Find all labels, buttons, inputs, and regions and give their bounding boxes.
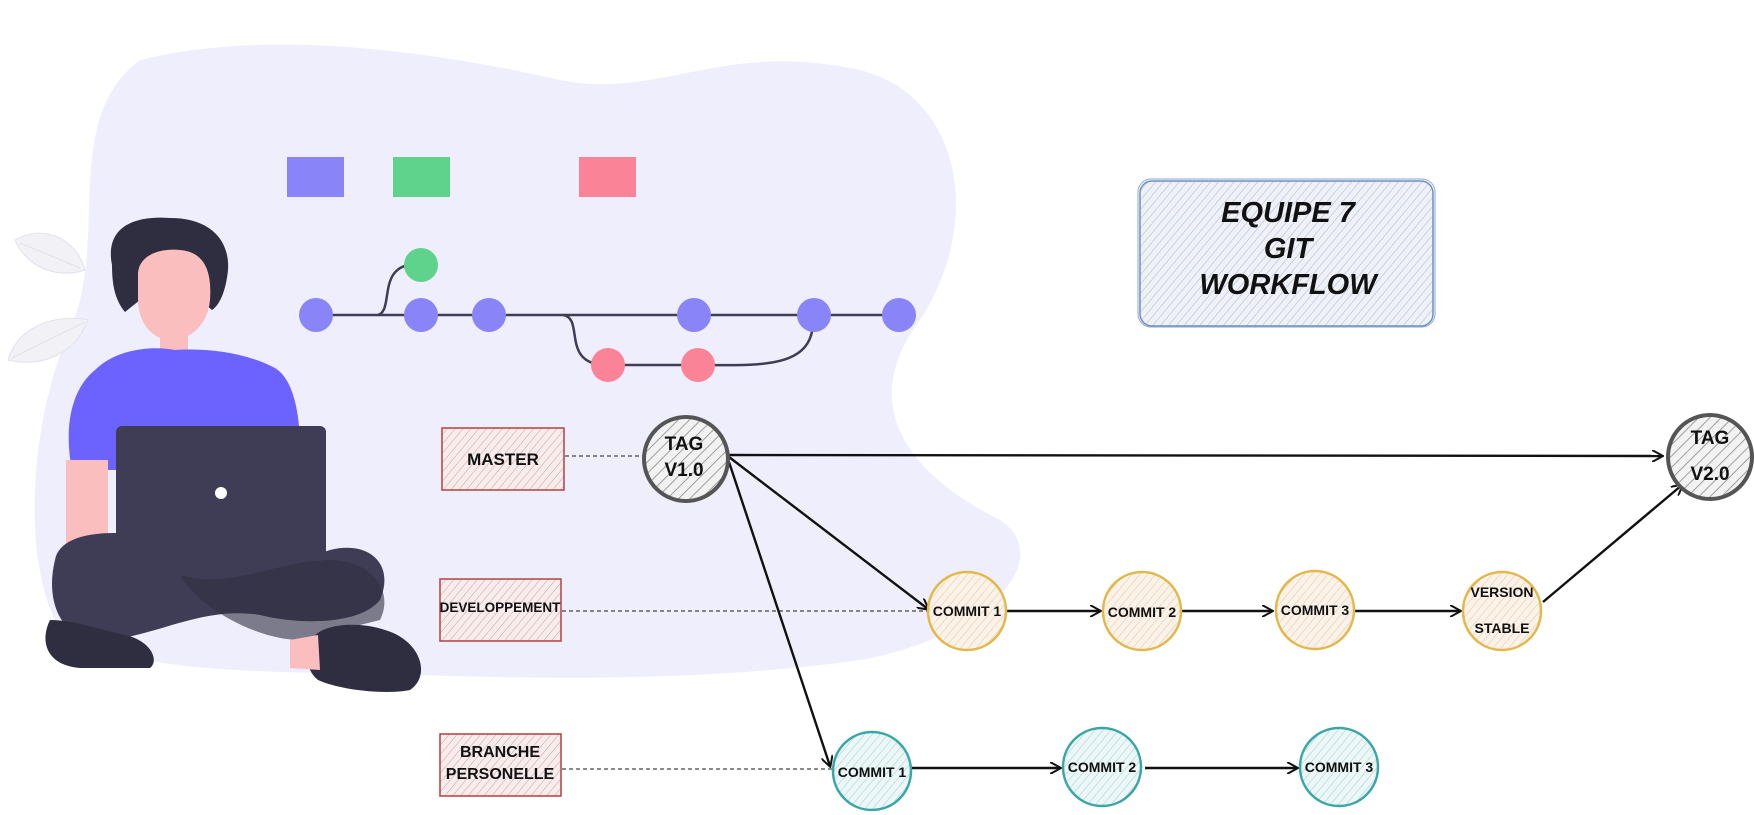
title-line-1: EQUIPE 7	[1221, 197, 1357, 229]
green-square	[393, 157, 450, 197]
person-with-laptop-illustration	[45, 217, 422, 692]
branch-master-label: MASTER	[467, 450, 539, 469]
perso-commit-2: COMMIT 2	[1061, 726, 1143, 808]
perso-commit-2-label: COMMIT 2	[1068, 759, 1137, 775]
title-line-3: WORKFLOW	[1199, 269, 1379, 301]
tag-v1-line-2: V1.0	[664, 460, 703, 481]
tag-v1-node: TAG V1.0	[642, 415, 730, 503]
purple-square	[287, 157, 344, 197]
tag-v2-line-1: TAG	[1691, 428, 1730, 449]
branch-master: MASTER	[441, 427, 565, 491]
branch-personnelle-label-line-2: PERSONELLE	[446, 766, 555, 783]
dev-version-stable-line-2: STABLE	[1475, 620, 1530, 636]
tag-v2-line-2: V2.0	[1690, 464, 1729, 485]
dev-commit-3: COMMIT 3	[1274, 569, 1356, 651]
title-box: EQUIPE 7 GIT WORKFLOW	[1137, 178, 1436, 328]
branch-personnelle-label-line-1: BRANCHE	[460, 744, 540, 761]
tag-v2-node: TAG V2.0	[1666, 413, 1754, 501]
mini-git-graph	[299, 248, 916, 382]
title-line-2: GIT	[1264, 233, 1315, 265]
perso-commit-1: COMMIT 1	[831, 730, 913, 812]
perso-commit-1-label: COMMIT 1	[838, 764, 907, 780]
dev-version-stable: VERSION STABLE	[1461, 570, 1543, 652]
dev-commit-1: COMMIT 1	[926, 570, 1008, 652]
tag-v1-line-1: TAG	[665, 434, 704, 455]
leaf-icon	[7, 232, 89, 363]
branch-developpement: DEVELOPPEMENT	[439, 578, 562, 642]
dev-commit-3-label: COMMIT 3	[1281, 602, 1350, 618]
perso-commit-3: COMMIT 3	[1298, 726, 1380, 808]
dev-commit-2: COMMIT 2	[1101, 570, 1183, 652]
dev-version-stable-line-1: VERSION	[1470, 584, 1533, 600]
pink-square	[579, 157, 636, 197]
branch-connectors	[562, 455, 928, 770]
branch-developpement-label: DEVELOPPEMENT	[440, 600, 562, 615]
dev-commit-2-label: COMMIT 2	[1108, 604, 1177, 620]
dev-commit-1-label: COMMIT 1	[933, 603, 1002, 619]
workflow-arrows	[727, 455, 1682, 768]
branch-personnelle: BRANCHE PERSONELLE	[439, 733, 562, 797]
perso-commit-3-label: COMMIT 3	[1305, 759, 1374, 775]
